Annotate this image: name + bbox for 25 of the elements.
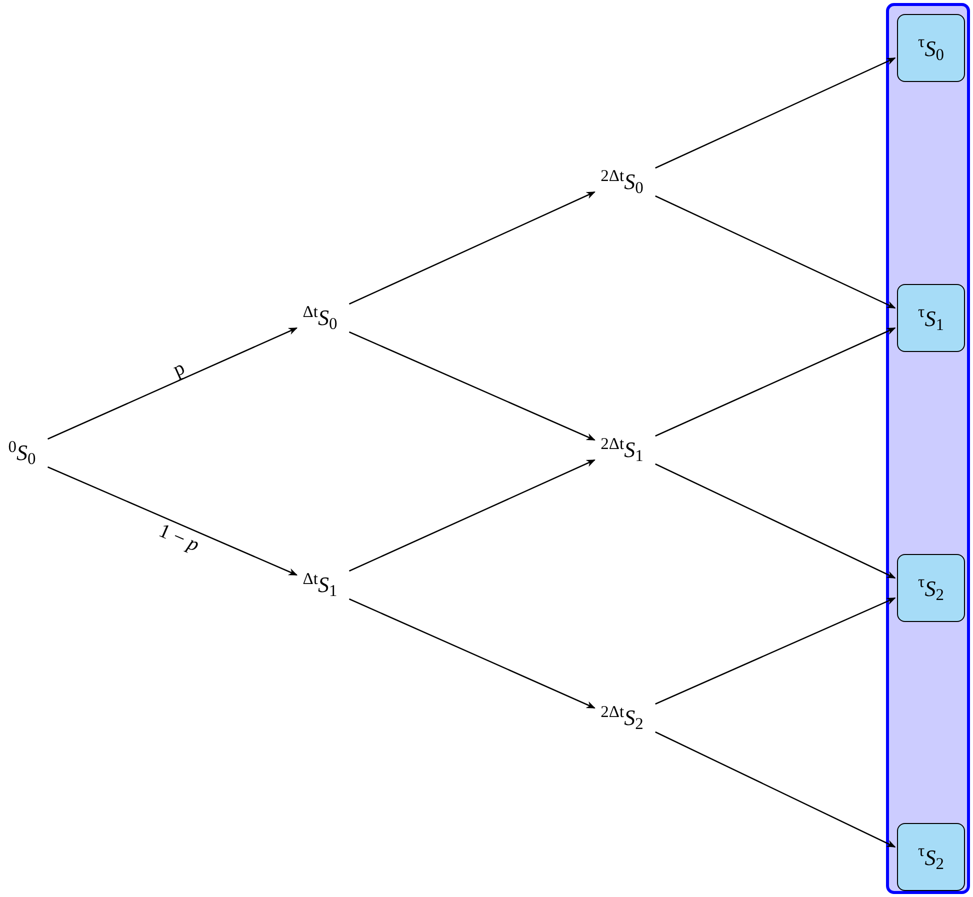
state-box: $^{τ}$S$_{1}$: [897, 284, 965, 352]
state-label: $^{2Δt}$S$_{1}$: [596, 435, 648, 465]
arrow: [655, 195, 896, 309]
state-label: $^{2Δt}$S$_{0}$: [596, 167, 648, 197]
arrow: [655, 463, 896, 579]
group-band: [886, 3, 970, 894]
arrow: [47, 327, 298, 440]
state-label: $^{Δt}$S$_{1}$: [298, 570, 342, 600]
arrow: [655, 597, 896, 705]
state-label: $^{2Δt}$S$_{2}$: [596, 703, 648, 733]
arrow: [655, 57, 896, 169]
state-label: $^{Δt}$S$_{0}$: [298, 303, 342, 333]
arrow: [48, 466, 298, 576]
arrow: [348, 191, 596, 305]
state-box: $^{τ}$S$_{2}$: [897, 823, 965, 891]
edge-label: p: [170, 358, 188, 380]
state-box: $^{τ}$S$_{0}$: [897, 14, 965, 82]
edge-label: 1 − p: [156, 520, 202, 555]
arrow: [655, 731, 896, 848]
arrow: [655, 327, 896, 437]
arrow: [348, 459, 596, 572]
arrow: [348, 331, 596, 441]
arrow: [348, 598, 596, 709]
state-box: $^{τ}$S$_{2}$: [897, 554, 965, 622]
state-label: $^{0}$S$_{0}$: [4, 438, 40, 468]
